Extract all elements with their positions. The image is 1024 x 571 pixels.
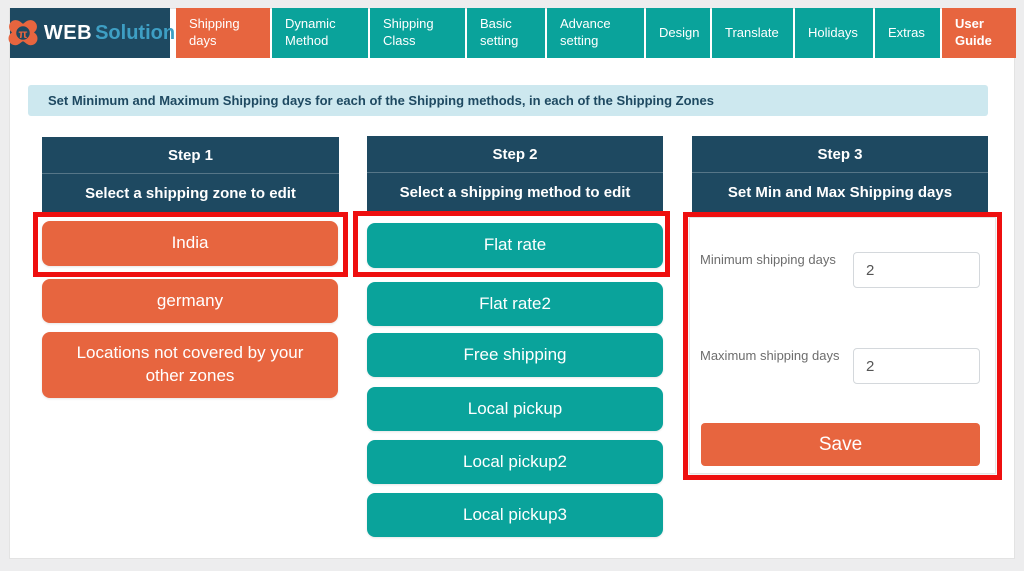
brand-name-secondary: Solution — [95, 21, 176, 44]
step3-header: Step 3 Set Min and Max Shipping days — [692, 136, 988, 213]
tab-shipping-days[interactable]: Shipping days — [176, 8, 270, 58]
method-button-local-pickup[interactable]: Local pickup — [367, 387, 663, 431]
tab-advance-setting[interactable]: Advance setting — [547, 8, 644, 58]
step1-divider — [42, 173, 339, 174]
tab-basic-setting[interactable]: Basic setting — [467, 8, 545, 58]
nav-tabs: Shipping days Dynamic Method Shipping Cl… — [176, 8, 1016, 58]
brand-name-primary: WEB — [43, 21, 93, 44]
brand-pi-icon: π — [8, 20, 38, 46]
tab-dynamic-method[interactable]: Dynamic Method — [272, 8, 368, 58]
min-days-label: Minimum shipping days — [700, 252, 836, 267]
step3-divider — [692, 172, 988, 173]
step2-title: Step 2 — [492, 146, 538, 163]
pi-glyph: π — [18, 28, 27, 41]
method-button-local-pickup2[interactable]: Local pickup2 — [367, 440, 663, 484]
info-banner: Set Minimum and Maximum Shipping days fo… — [28, 85, 988, 116]
save-button[interactable]: Save — [701, 423, 980, 466]
zone-button-india[interactable]: India — [42, 221, 338, 266]
method-button-flat-rate2[interactable]: Flat rate2 — [367, 282, 663, 326]
method-button-flat-rate[interactable]: Flat rate — [367, 223, 663, 268]
max-days-input[interactable] — [853, 348, 980, 384]
step1-header: Step 1 Select a shipping zone to edit — [42, 137, 339, 214]
step3-subtitle: Set Min and Max Shipping days — [727, 184, 953, 201]
step2-header: Step 2 Select a shipping method to edit — [367, 136, 663, 213]
tab-shipping-class[interactable]: Shipping Class — [370, 8, 465, 58]
max-days-label: Maximum shipping days — [700, 348, 840, 363]
tab-translate[interactable]: Translate — [712, 8, 793, 58]
tab-holidays[interactable]: Holidays — [795, 8, 873, 58]
step3-title: Step 3 — [817, 146, 863, 163]
zone-button-germany[interactable]: germany — [42, 279, 338, 323]
step1-title: Step 1 — [167, 147, 213, 164]
method-button-local-pickup3[interactable]: Local pickup3 — [367, 493, 663, 537]
tab-extras[interactable]: Extras — [875, 8, 940, 58]
tab-design[interactable]: Design — [646, 8, 710, 58]
step1-subtitle: Select a shipping zone to edit — [85, 185, 296, 202]
step2-subtitle: Select a shipping method to edit — [399, 184, 631, 201]
zone-button-locations-not-covered[interactable]: Locations not covered by your other zone… — [42, 332, 338, 398]
min-days-input[interactable] — [853, 252, 980, 288]
tab-user-guide[interactable]: User Guide — [942, 8, 1016, 58]
method-button-free-shipping[interactable]: Free shipping — [367, 333, 663, 377]
step2-divider — [367, 172, 663, 173]
